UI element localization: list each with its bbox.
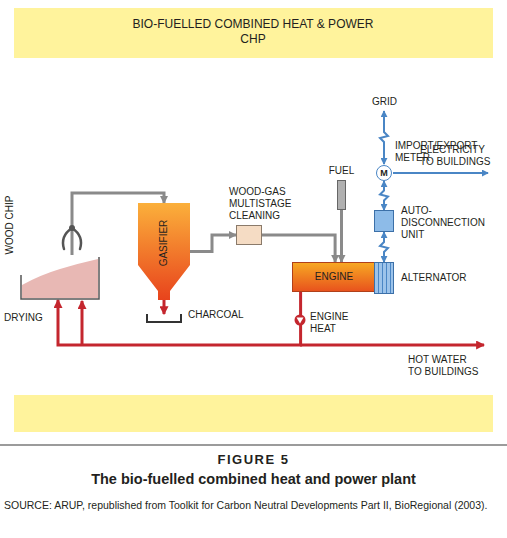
node-label: M [377,168,391,178]
wood-chip-pile [22,259,98,298]
disconnection-unit: AUTO-DISCONNECTION UNIT [374,210,394,232]
hot-water-pipe [300,344,484,347]
caption-rule [0,444,507,446]
process-label: DRYING [4,312,43,324]
footer-band [14,395,493,432]
drying-pipe [81,301,84,345]
node-label: ENGINE [293,271,375,283]
output-label: HOT WATER TO BUILDINGS [408,354,492,378]
tray-outline [147,314,181,322]
gas-cleaning-unit: WOOD-GAS MULTISTAGE CLEANING [236,225,262,245]
output-label: ELECTRICITY TO BUILDINGS [420,144,500,168]
source-note: SOURCE: ARUP, republished from Toolkit f… [4,498,499,512]
grid-link [380,111,388,164]
connector [340,210,343,262]
node-label: WOOD CHIP [4,196,16,255]
wood-chip-store: WOOD CHIP [20,255,100,300]
connector [380,181,388,210]
alternator: ALTERNATOR [374,262,394,294]
node-label: CHARCOAL [188,309,244,321]
valve [295,315,306,326]
figure-caption: The bio-fuelled combined heat and power … [0,470,507,488]
bin-shape [20,255,100,300]
node-label: AUTO-DISCONNECTION UNIT [401,205,501,241]
connector [190,235,236,252]
node-label: WOOD-GAS MULTISTAGE CLEANING [229,186,329,222]
engine: ENGINE [292,262,376,292]
valve-mark [297,318,304,324]
node-label: GASIFIER [158,220,170,267]
process-label: ENGINE HEAT [310,311,366,335]
tray-shape [146,314,182,323]
charcoal-tray: CHARCOAL [146,314,182,323]
fuel-tank: FUEL [337,180,346,210]
grid-label: GRID [372,96,397,108]
title-text: BIO-FUELLED COMBINED HEAT & POWER CHP [119,17,387,47]
connector [163,300,166,314]
bin-outline [21,257,99,299]
connector [58,292,301,345]
connector [380,232,388,262]
title-band [14,8,493,58]
gasifier-body [138,203,190,300]
electricity-line [393,172,488,174]
meter: MIMPORT/EXPORT METER [376,165,392,181]
figure-number: FIGURE 5 [0,452,507,468]
grab-claw [63,228,81,249]
node-label: ALTERNATOR [401,272,467,284]
connector [262,235,335,262]
gasifier: GASIFIER [138,203,190,300]
node-label: FUEL [329,165,355,177]
